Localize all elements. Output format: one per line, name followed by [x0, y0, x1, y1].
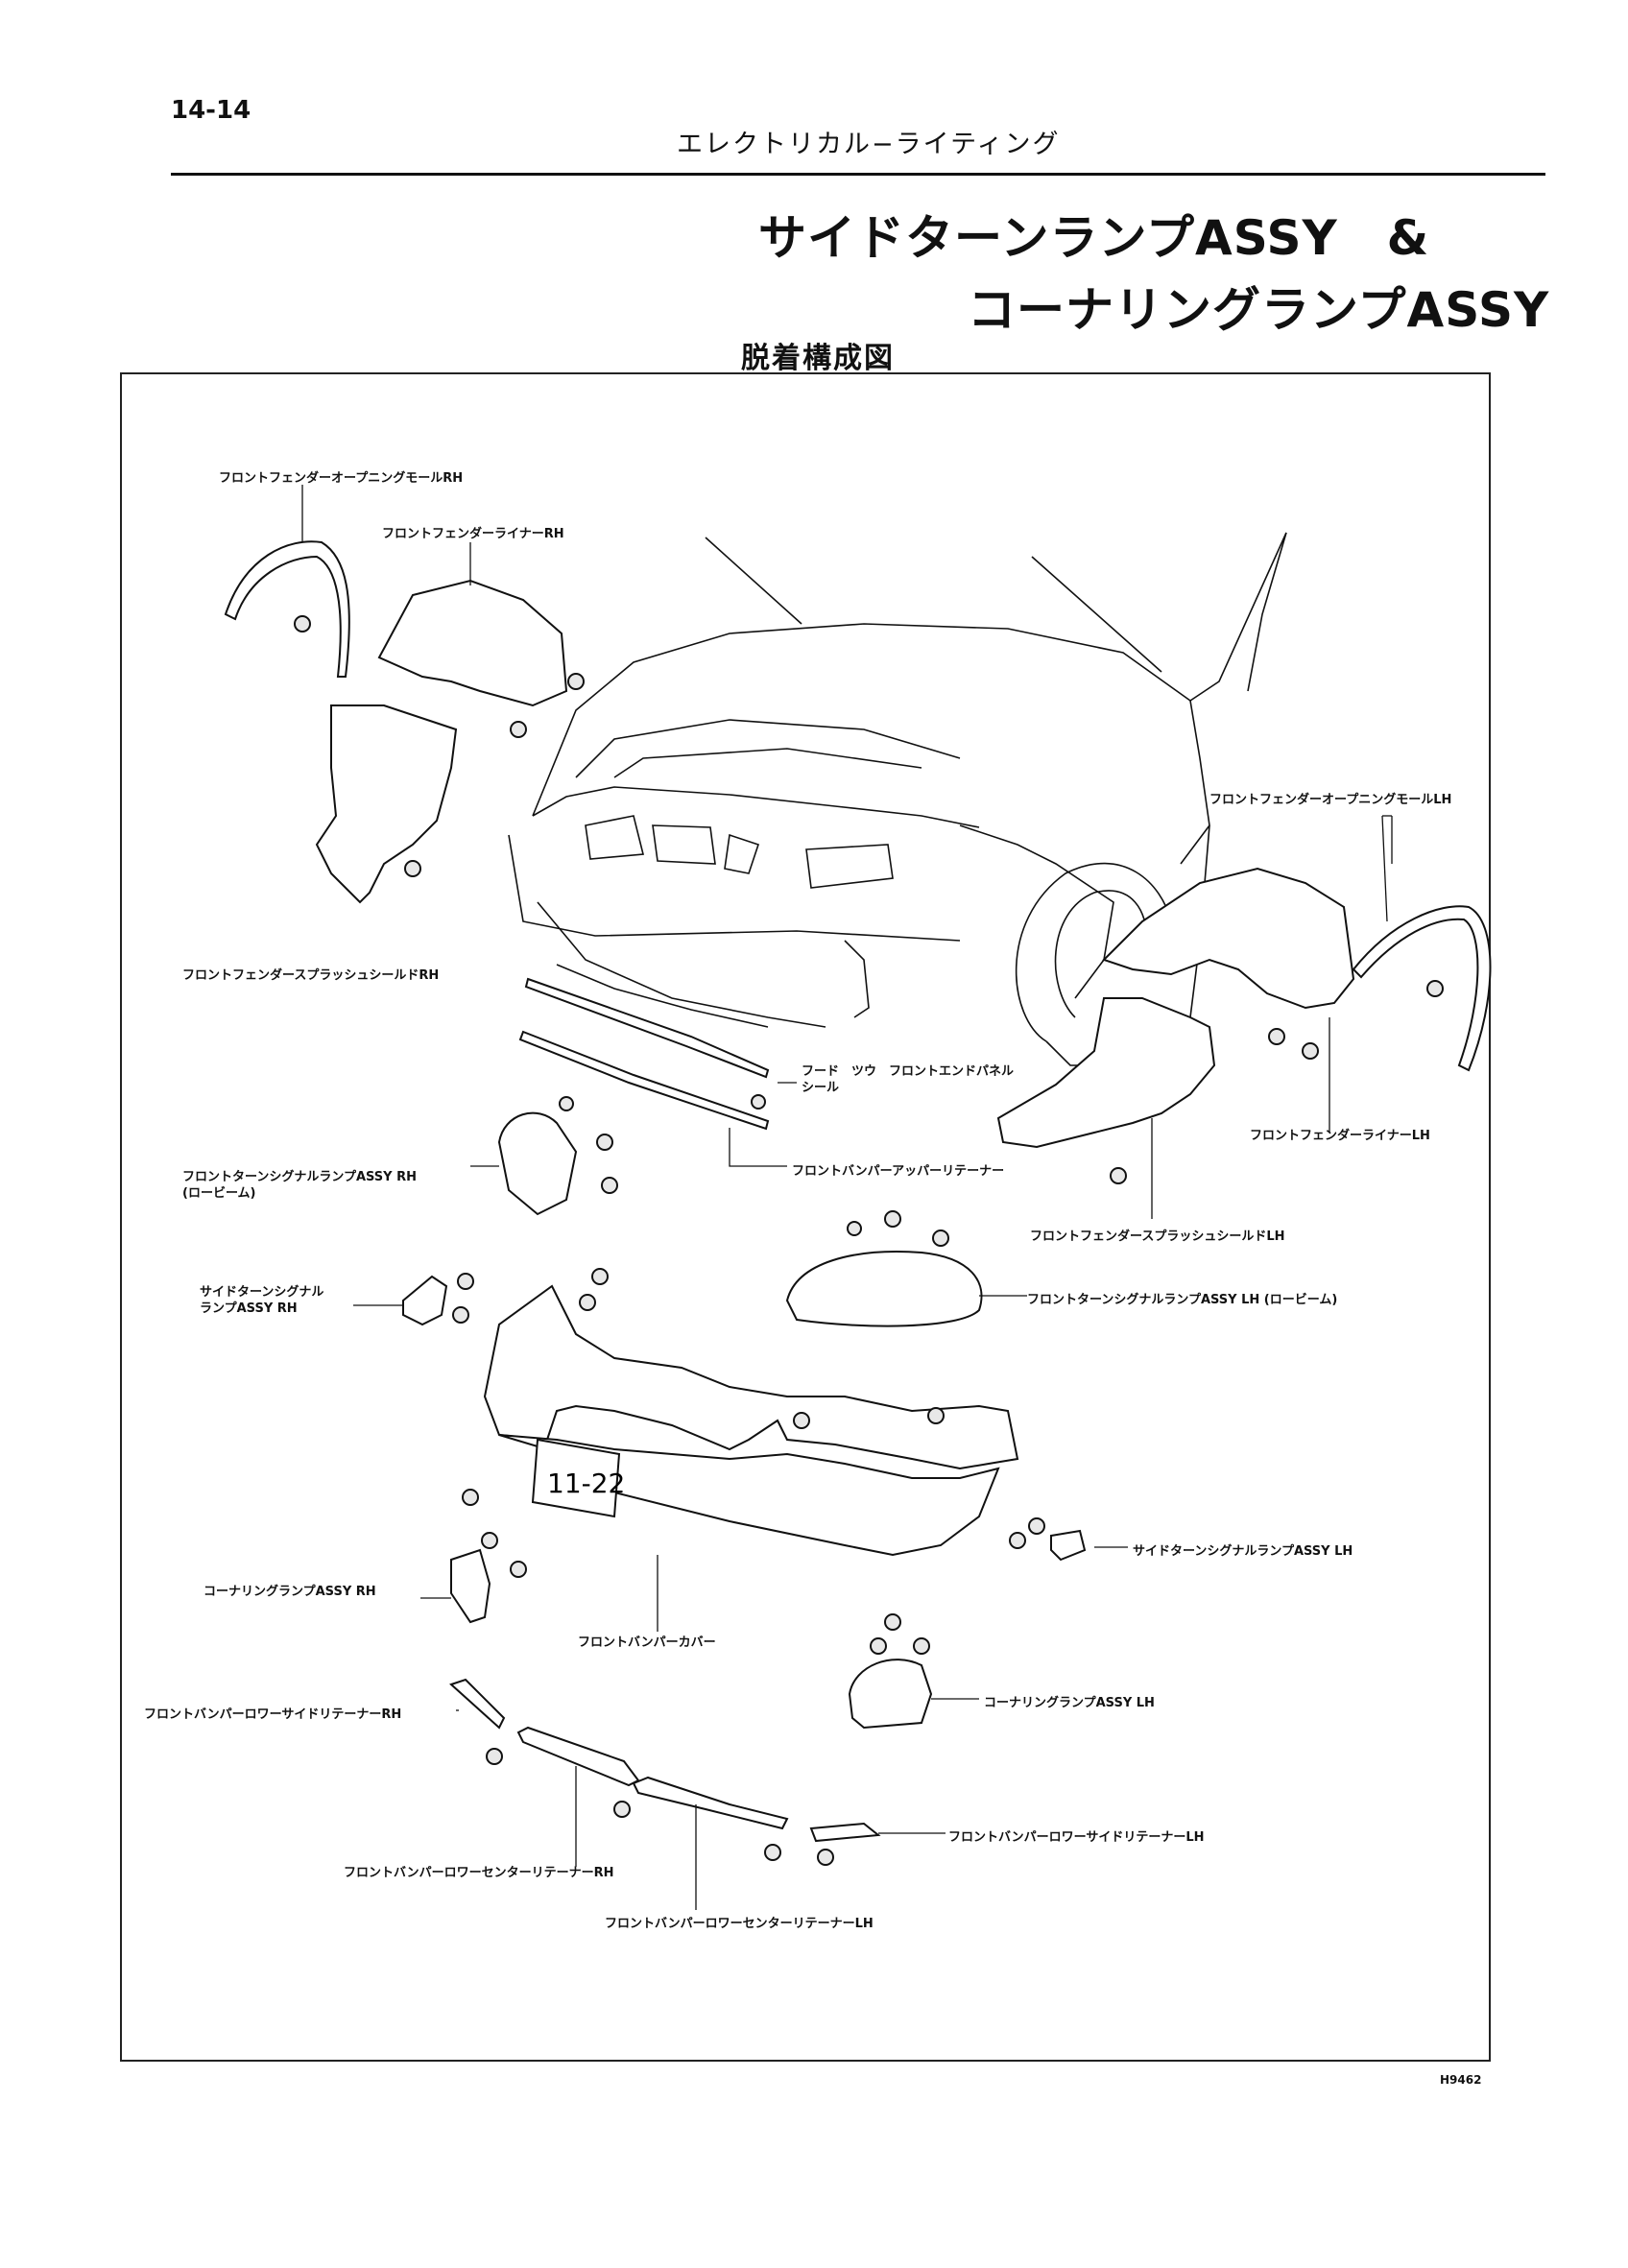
label-cornering-lamp-rh: コーナリングランプASSY RH: [204, 1585, 376, 1599]
license-plate: [531, 1438, 621, 1518]
diagram-subtitle: 脱着構成図: [741, 342, 895, 375]
fasteners: [294, 615, 1444, 1866]
label-side-turn-rh-line1: サイドターンシグナル: [200, 1285, 324, 1300]
figure-code: H9462: [1440, 2073, 1482, 2087]
license-plate-text: 11-22: [547, 1468, 625, 1499]
label-hood-seal-line2: シール: [802, 1081, 840, 1095]
bumper-cover-lower: [498, 1434, 1000, 1557]
label-fender-opening-mould-rh: フロントフェンダーオープニングモールRH: [219, 471, 464, 486]
page-number: 14-14: [171, 96, 251, 125]
label-fender-liner-rh: フロントフェンダーライナーRH: [382, 527, 564, 541]
fender-opening-mould-rh: [224, 540, 350, 678]
label-fender-splash-shield-lh: フロントフェンダースプラッシュシールドLH: [1030, 1229, 1285, 1244]
vehicle-body-outline: [508, 532, 1287, 1066]
splash-shield-lh: [996, 997, 1216, 1149]
label-turn-lamp-rh-line1: フロントターンシグナルランプASSY RH: [182, 1170, 417, 1184]
lower-center-retainer-rh: [516, 1726, 640, 1787]
label-cornering-lamp-lh: コーナリングランプASSY LH: [984, 1696, 1155, 1710]
label-lower-side-retainer-rh: フロントバンパーロワーサイドリテーナーRH: [144, 1707, 402, 1722]
fender-opening-mould-lh: [1352, 905, 1492, 1072]
leader-lines: [301, 485, 1393, 1910]
header-rule: [171, 173, 1545, 176]
label-turn-lamp-lh: フロントターンシグナルランプASSY LH (ロービーム): [1027, 1293, 1338, 1307]
diagram-frame: [120, 372, 1491, 2062]
label-turn-lamp-rh-line2: (ロービーム): [182, 1186, 256, 1201]
front-bumper-cover: [483, 1284, 1019, 1470]
fender-liner-lh: [1102, 867, 1355, 1010]
label-lower-side-retainer-lh: フロントバンパーロワーサイドリテーナーLH: [948, 1830, 1205, 1845]
cornering-lamp-lh: [848, 1659, 933, 1730]
label-side-turn-rh-line2: ランプASSY RH: [200, 1301, 298, 1316]
front-turn-lamp-lh: [785, 1251, 983, 1327]
bumper-upper-retainer: [518, 1030, 770, 1131]
label-fender-liner-lh: フロントフェンダーライナーLH: [1250, 1129, 1430, 1143]
label-bumper-cover: フロントバンパーカバー: [578, 1635, 716, 1650]
front-turn-lamp-rh: [497, 1111, 578, 1216]
cornering-lamp-rh: [450, 1548, 491, 1624]
splash-shield-rh: [315, 704, 458, 904]
label-bumper-upper-retainer: フロントバンパーアッパーリテーナー: [792, 1164, 1005, 1179]
lower-side-retainer-lh: [809, 1822, 881, 1843]
main-title-line-1: サイドターンランプASSY &: [758, 210, 1430, 266]
label-hood-seal-line1: フード ツウ フロントエンドパネル: [802, 1064, 1015, 1079]
label-side-turn-lh: サイドターンシグナルランプASSY LH: [1133, 1544, 1353, 1559]
section-title: エレクトリカル−ライティング: [677, 130, 1061, 159]
hood-seal: [524, 977, 770, 1079]
label-fender-splash-shield-rh: フロントフェンダースプラッシュシールドRH: [182, 968, 440, 983]
lower-center-retainer-lh: [632, 1776, 789, 1830]
label-lower-center-retainer-lh: フロントバンパーロワーセンターリテーナーLH: [605, 1917, 874, 1931]
side-turn-lamp-rh: [402, 1275, 448, 1326]
fender-liner-rh: [377, 579, 568, 707]
main-title-line-2: コーナリングランプASSY: [968, 282, 1550, 338]
label-fender-opening-mould-lh: フロントフェンダーオープニングモールLH: [1209, 793, 1452, 807]
side-turn-lamp-lh: [1050, 1529, 1087, 1562]
label-lower-center-retainer-rh: フロントバンパーロワーセンターリテーナーRH: [344, 1866, 614, 1880]
lower-side-retainer-rh: [449, 1678, 506, 1730]
